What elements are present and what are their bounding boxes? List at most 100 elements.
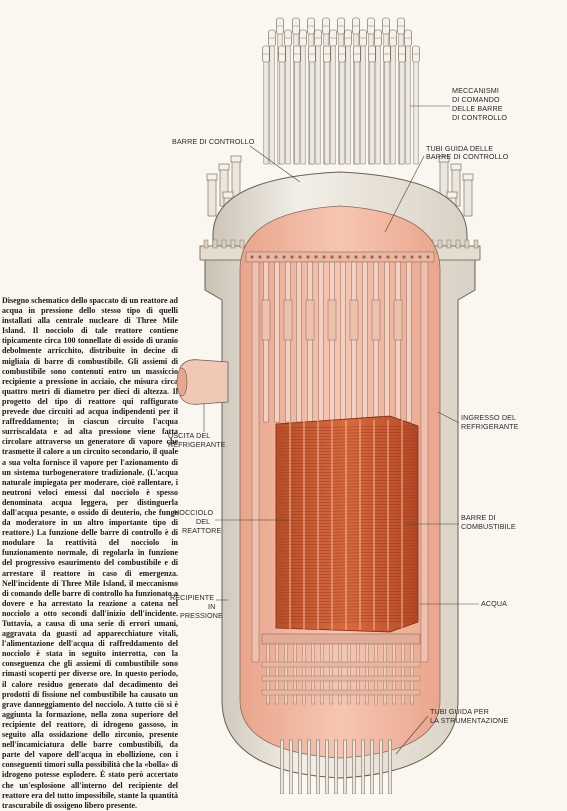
plate-hole (346, 255, 350, 259)
instrument-tube (352, 739, 356, 794)
lower-support-column (311, 643, 315, 705)
fuel-rod-line (276, 473, 418, 477)
fuel-rod-line (276, 578, 418, 582)
guide-tube-housing (283, 299, 293, 341)
lower-support-column (392, 643, 396, 705)
svg-text:DI COMANDO: DI COMANDO (452, 95, 500, 104)
fuel-rod-line (276, 554, 418, 558)
fuel-rod-line (276, 461, 418, 465)
lower-support-column (365, 643, 369, 705)
lower-support-column (356, 643, 360, 705)
svg-text:INGRESSO DEL: INGRESSO DEL (461, 413, 516, 422)
flange-stud (221, 239, 227, 249)
guide-tube (296, 261, 302, 423)
fuel-rod-line (276, 485, 418, 489)
plate-hole (418, 255, 422, 259)
fuel-rod-line (276, 482, 418, 486)
head-nozzle-cap (450, 163, 462, 171)
instrument-tube (307, 739, 311, 794)
fuel-rod-line (276, 437, 418, 441)
fuel-rod-line (276, 506, 418, 510)
flange-stud (446, 239, 452, 249)
fuel-rod-line (276, 425, 418, 429)
plate-hole (362, 255, 366, 259)
plate-hole (322, 255, 326, 259)
flange-stud (455, 239, 461, 249)
fuel-rod-line (276, 587, 418, 591)
svg-text:DI CONTROLLO: DI CONTROLLO (452, 113, 507, 122)
guide-tube (307, 261, 313, 423)
fuel-rod-line (276, 479, 418, 483)
fuel-rod-line (276, 530, 418, 534)
fuel-rod-line (276, 536, 418, 540)
plate-hole (274, 255, 278, 259)
guide-tube (329, 261, 335, 423)
plate-hole (266, 255, 270, 259)
core-barrel-right (420, 261, 429, 663)
lower-support-column (401, 643, 405, 705)
guide-tube (373, 261, 379, 423)
head-nozzle-cap (206, 173, 218, 181)
fuel-rod-line (276, 434, 418, 438)
fuel-rod-line (276, 503, 418, 507)
flange-stud (464, 239, 470, 249)
lower-support-column (266, 643, 270, 705)
plate-hole (386, 255, 390, 259)
fuel-rod-line (276, 593, 418, 597)
label-water: ACQUA (420, 599, 507, 608)
plate-hole (282, 255, 286, 259)
svg-text:TUBI GUIDA DELLE: TUBI GUIDA DELLE (426, 144, 493, 153)
drive-rod (399, 59, 405, 165)
fuel-rod-line (276, 551, 418, 555)
svg-text:COMBUSTIBILE: COMBUSTIBILE (461, 522, 516, 531)
drive-rod (285, 43, 291, 165)
plate-hole (250, 255, 254, 259)
reactor-cutaway-diagram: MECCANISMI DI COMANDO DELLE BARRE DI CON… (168, 17, 519, 794)
drive-rod (360, 43, 366, 165)
head-nozzle-cap (446, 191, 458, 199)
drive-rod (375, 43, 381, 165)
head-nozzle-cap (438, 155, 450, 163)
plate-hole (338, 255, 342, 259)
svg-text:BARRE DI CONTROLLO: BARRE DI CONTROLLO (426, 152, 509, 161)
lower-support-column (383, 643, 387, 705)
fuel-rod-line (276, 509, 418, 513)
fuel-rod-line (276, 539, 418, 543)
fuel-rod-line (276, 497, 418, 501)
fuel-rod-line (276, 491, 418, 495)
fuel-rod-line (276, 512, 418, 516)
plate-hole (394, 255, 398, 259)
guide-tube (274, 261, 280, 423)
label-coolant-outlet: USCITA DEL REFRIGERANTE (168, 404, 226, 449)
guide-tube (318, 261, 324, 423)
control-rod-drive-mechanisms (206, 17, 474, 235)
instrument-tube (361, 739, 365, 794)
head-nozzle-cap (462, 173, 474, 181)
instrumentation-guide-tubes (280, 739, 392, 794)
label-guide-tubes: TUBI GUIDA DELLE BARRE DI CONTROLLO (384, 144, 509, 233)
svg-text:REFRIGERANTE: REFRIGERANTE (168, 440, 226, 449)
fuel-rod-line (276, 563, 418, 567)
instrument-tube (289, 739, 293, 794)
drive-rod (324, 59, 330, 165)
fuel-rod-lines (276, 420, 418, 630)
fuel-rod-line (276, 470, 418, 474)
instrument-tube (280, 739, 284, 794)
svg-text:REFRIGERANTE: REFRIGERANTE (461, 422, 519, 431)
svg-text:RECIPIENTE: RECIPIENTE (170, 593, 214, 602)
fuel-rod-line (276, 449, 418, 453)
drive-rod (390, 43, 396, 165)
fuel-rod-line (276, 428, 418, 432)
plate-hole (290, 255, 294, 259)
drive-rod (294, 59, 300, 165)
lower-support-column (284, 643, 288, 705)
fuel-rod-line (276, 584, 418, 588)
fuel-rod-line (276, 548, 418, 552)
fuel-rod-line (276, 590, 418, 594)
instrument-tube (343, 739, 347, 794)
fuel-rod-line (276, 455, 418, 459)
instrument-tube (298, 739, 302, 794)
svg-text:DELLE BARRE: DELLE BARRE (452, 104, 503, 113)
fuel-rod-line (276, 458, 418, 462)
guide-tube-housing (261, 299, 271, 341)
